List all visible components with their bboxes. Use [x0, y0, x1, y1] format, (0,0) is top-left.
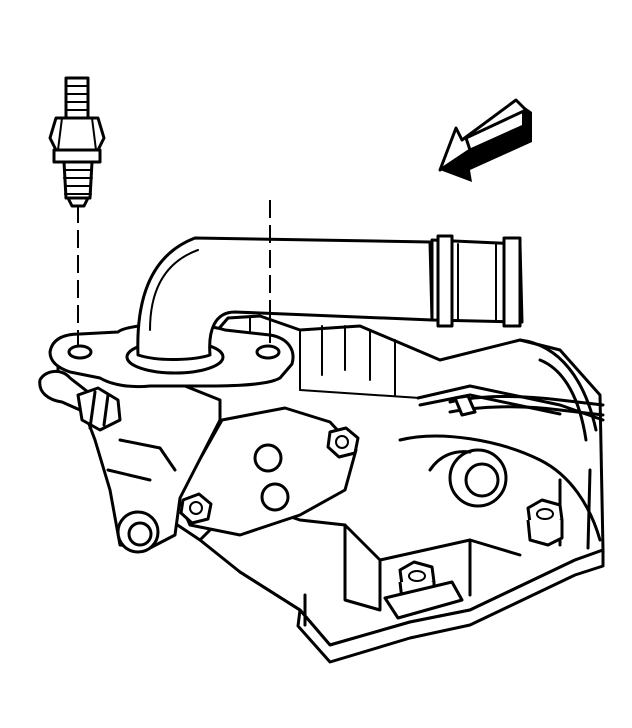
mounting-bracket-icon [176, 406, 360, 537]
manifold-block-icon [38, 358, 222, 554]
coolant-bypass-pipe-icon [136, 234, 524, 362]
stud-bolt-icon [48, 76, 106, 208]
direction-arrow-icon [438, 98, 532, 182]
bolt-icon [383, 498, 564, 620]
cylinder-head-icon [138, 314, 605, 664]
